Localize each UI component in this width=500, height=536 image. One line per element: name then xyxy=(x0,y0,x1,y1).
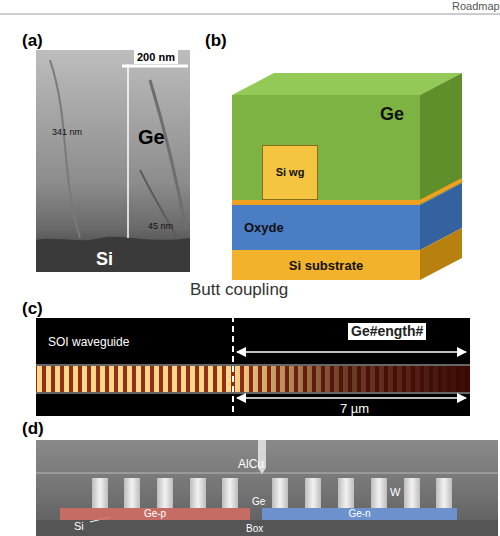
substrate-layer: Si substrate xyxy=(232,250,420,280)
dimension-label: 7 µm xyxy=(340,402,369,416)
panel-heading: Butt coupling xyxy=(190,281,288,300)
node-text: Ge xyxy=(380,105,404,123)
material-label: Box xyxy=(246,523,263,534)
panel-label: (d) xyxy=(22,420,44,439)
metal-label: W xyxy=(390,486,400,498)
length-label: Ge#ength# xyxy=(348,323,426,340)
oxide-layer: Oxyde xyxy=(232,205,420,250)
scale-bar-label: 200 nm xyxy=(134,50,178,64)
dimension-label: 341 nm xyxy=(52,128,82,138)
ge-layer: Ge Si wg xyxy=(232,95,420,205)
dimension-label: 45 nm xyxy=(148,222,173,232)
material-label: Ge xyxy=(138,126,165,148)
node-text: Si substrate xyxy=(289,259,363,272)
metal-label: AlCu xyxy=(238,458,264,471)
panel-label: (c) xyxy=(22,300,43,319)
material-label: Ge xyxy=(252,496,265,507)
n-doped-region: Ge-n xyxy=(262,508,457,520)
panel-label: (b) xyxy=(205,32,227,51)
node-text: Ge-p xyxy=(144,509,166,519)
node-text: Oxyde xyxy=(244,221,284,234)
waveguide-label: SOI waveguide xyxy=(48,336,129,349)
header-text: Roadmap xyxy=(452,0,500,12)
node-text: Ge-n xyxy=(348,509,370,519)
panel-label: (a) xyxy=(22,32,43,51)
node-text: Si wg xyxy=(276,167,305,178)
material-label: Si xyxy=(74,520,84,532)
si-waveguide: Si wg xyxy=(262,145,318,200)
material-label: Si xyxy=(96,250,113,270)
p-doped-region: Ge-p xyxy=(60,508,250,520)
